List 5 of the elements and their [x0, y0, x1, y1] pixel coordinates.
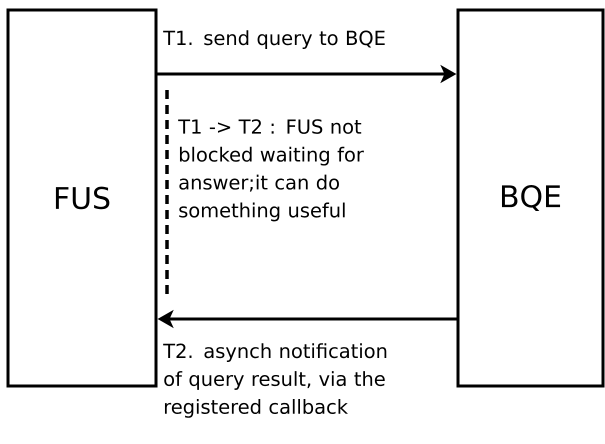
component-box: FUS — [6, 8, 158, 388]
edge-label: T1. send query to BQE — [163, 30, 385, 49]
component-box: BQE — [456, 8, 604, 388]
note-text: T1 -> T2 : FUS not blocked waiting for answer;it can do something useful — [178, 119, 364, 222]
edge-label: T2. asynch notification of query result, via the registered callback — [163, 343, 386, 418]
